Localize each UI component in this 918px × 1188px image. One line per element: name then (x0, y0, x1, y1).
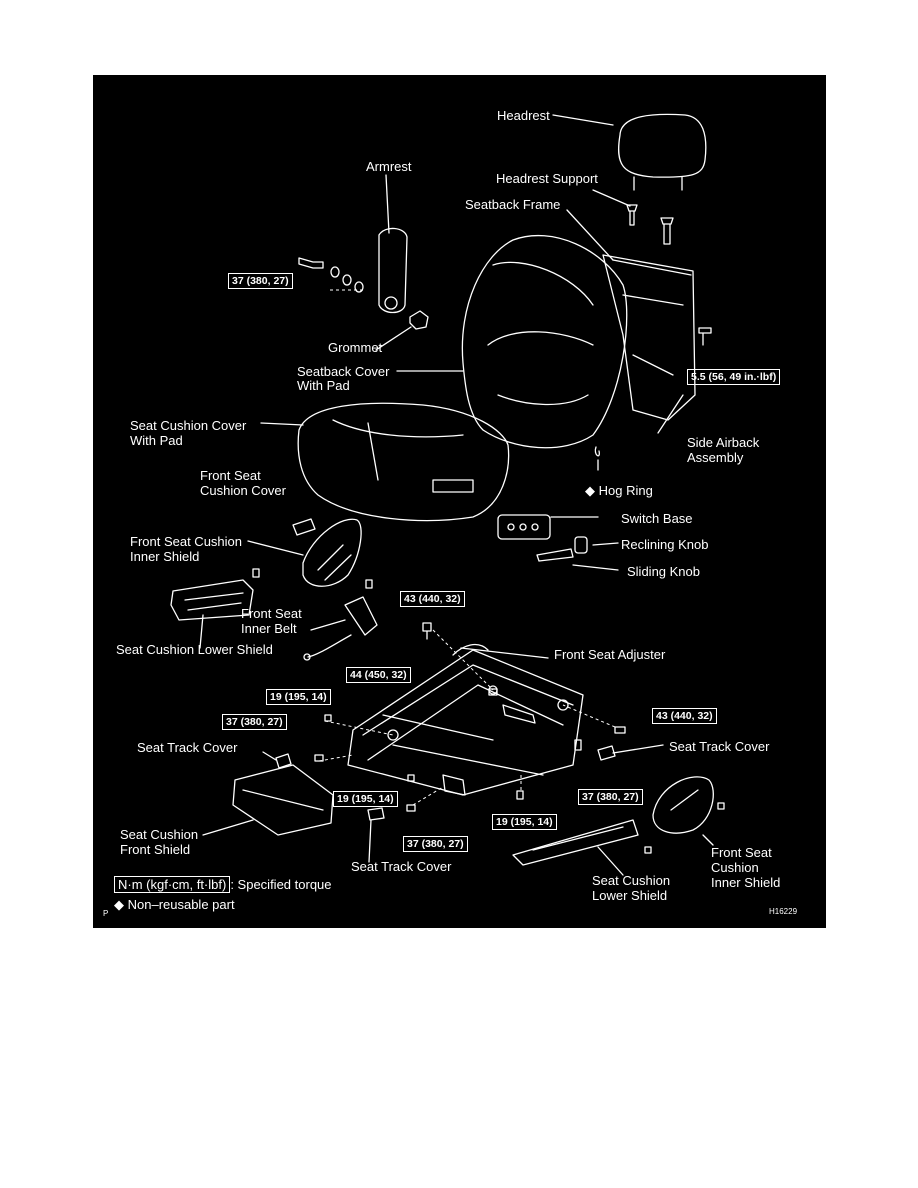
inner-shield-left-shape (302, 518, 362, 587)
seatback-frame-shape (602, 254, 696, 421)
label-inner-shield-right-3: Inner Shield (711, 875, 781, 890)
label-seat-cushion-cover-1: Seat Cushion Cover (130, 418, 247, 433)
headrest-support-shape (626, 204, 638, 226)
headrest-shape (618, 113, 707, 178)
label-grommet: Grommet (328, 340, 383, 355)
label-seatback-cover-1: Seatback Cover (297, 364, 390, 379)
label-seat-cushion-cover-2: With Pad (130, 433, 183, 448)
torque-left-upper: 19 (195, 14) (266, 689, 331, 705)
seat-track-cover-right-shape (597, 745, 616, 761)
figure-id: H16229 (769, 907, 798, 916)
legend-non-reusable: ◆ Non–reusable part (114, 897, 235, 912)
diagram-artwork (170, 113, 725, 876)
label-hog-ring: ◆ Hog Ring (585, 483, 653, 498)
label-armrest: Armrest (366, 159, 412, 174)
label-seatback-cover-2: With Pad (297, 378, 350, 393)
seat-cushion-cover-shape (297, 402, 510, 522)
label-front-shield-1: Seat Cushion (120, 827, 199, 842)
lower-shield-left-shape (170, 579, 254, 621)
torque-center-lower: 37 (380, 27) (403, 836, 468, 852)
label-seatback-frame: Seatback Frame (465, 197, 561, 212)
inner-belt-shape (344, 596, 378, 636)
torque-bottom-right: 19 (195, 14) (492, 814, 557, 830)
label-inner-shield-left-1: Front Seat Cushion (130, 534, 243, 549)
torque-armrest-bolt: 37 (380, 27) (228, 273, 293, 289)
label-headrest-support: Headrest Support (496, 171, 598, 186)
label-lower-shield-bottom-1: Seat Cushion (592, 873, 671, 888)
legend-unit-box: N·m (kgf·cm, ft·lbf) (114, 876, 231, 893)
label-lower-shield-bottom-2: Lower Shield (592, 888, 668, 903)
seatback-cover-shape (461, 235, 628, 449)
torque-right-lower: 37 (380, 27) (578, 789, 643, 805)
torque-right: 43 (440, 32) (652, 708, 717, 724)
legend-unit-text: : Specified torque (230, 877, 332, 892)
armrest-shape (378, 227, 408, 314)
label-lower-shield-left: Seat Cushion Lower Shield (116, 642, 273, 657)
label-switch-base: Switch Base (621, 511, 693, 526)
seat-track-cover-bottom-shape (367, 807, 385, 821)
front-shield-shape (232, 764, 334, 836)
inner-shield-right-shape (652, 776, 714, 834)
legend-p-mark: P (103, 909, 109, 918)
torque-inner-belt: 44 (450, 32) (346, 667, 411, 683)
label-seat-track-cover-bottom: Seat Track Cover (351, 859, 452, 874)
label-headrest: Headrest (497, 108, 550, 123)
switch-base-shape (497, 514, 551, 540)
grommet-shape (409, 310, 429, 330)
label-inner-shield-right-2: Cushion (711, 860, 759, 875)
label-reclining-knob: Reclining Knob (621, 537, 709, 552)
label-side-airback-2: Assembly (687, 450, 744, 465)
label-inner-belt-1: Front Seat (241, 606, 302, 621)
label-seat-track-cover-left: Seat Track Cover (137, 740, 238, 755)
legend-torque: N·m (kgf·cm, ft·lbf): Specified torque (114, 876, 332, 893)
seat-track-cover-left-shape (275, 753, 292, 769)
torque-center: 19 (195, 14) (333, 791, 398, 807)
label-sliding-knob: Sliding Knob (627, 564, 700, 579)
torque-airback-bolt: 5.5 (56, 49 in.·lbf) (687, 369, 781, 385)
label-inner-shield-left-2: Inner Shield (130, 549, 200, 564)
torque-left-lower: 37 (380, 27) (222, 714, 287, 730)
label-front-seat-cushion-cover-2: Cushion Cover (200, 483, 286, 498)
label-inner-shield-right-1: Front Seat (711, 845, 772, 860)
label-front-seat-adjuster: Front Seat Adjuster (554, 647, 666, 662)
label-front-seat-cushion-cover-1: Front Seat (200, 468, 261, 483)
lower-shield-bottom-shape (512, 819, 639, 866)
torque-adjuster-top: 43 (440, 32) (400, 591, 465, 607)
seat-exploded-diagram: Headrest Armrest Headrest Support Seatba… (93, 75, 826, 928)
label-inner-belt-2: Inner Belt (241, 621, 297, 636)
label-seat-track-cover-right: Seat Track Cover (669, 739, 770, 754)
front-seat-adjuster-shape (347, 643, 584, 796)
label-front-shield-2: Front Shield (120, 842, 191, 857)
label-side-airback-1: Side Airback (687, 435, 760, 450)
